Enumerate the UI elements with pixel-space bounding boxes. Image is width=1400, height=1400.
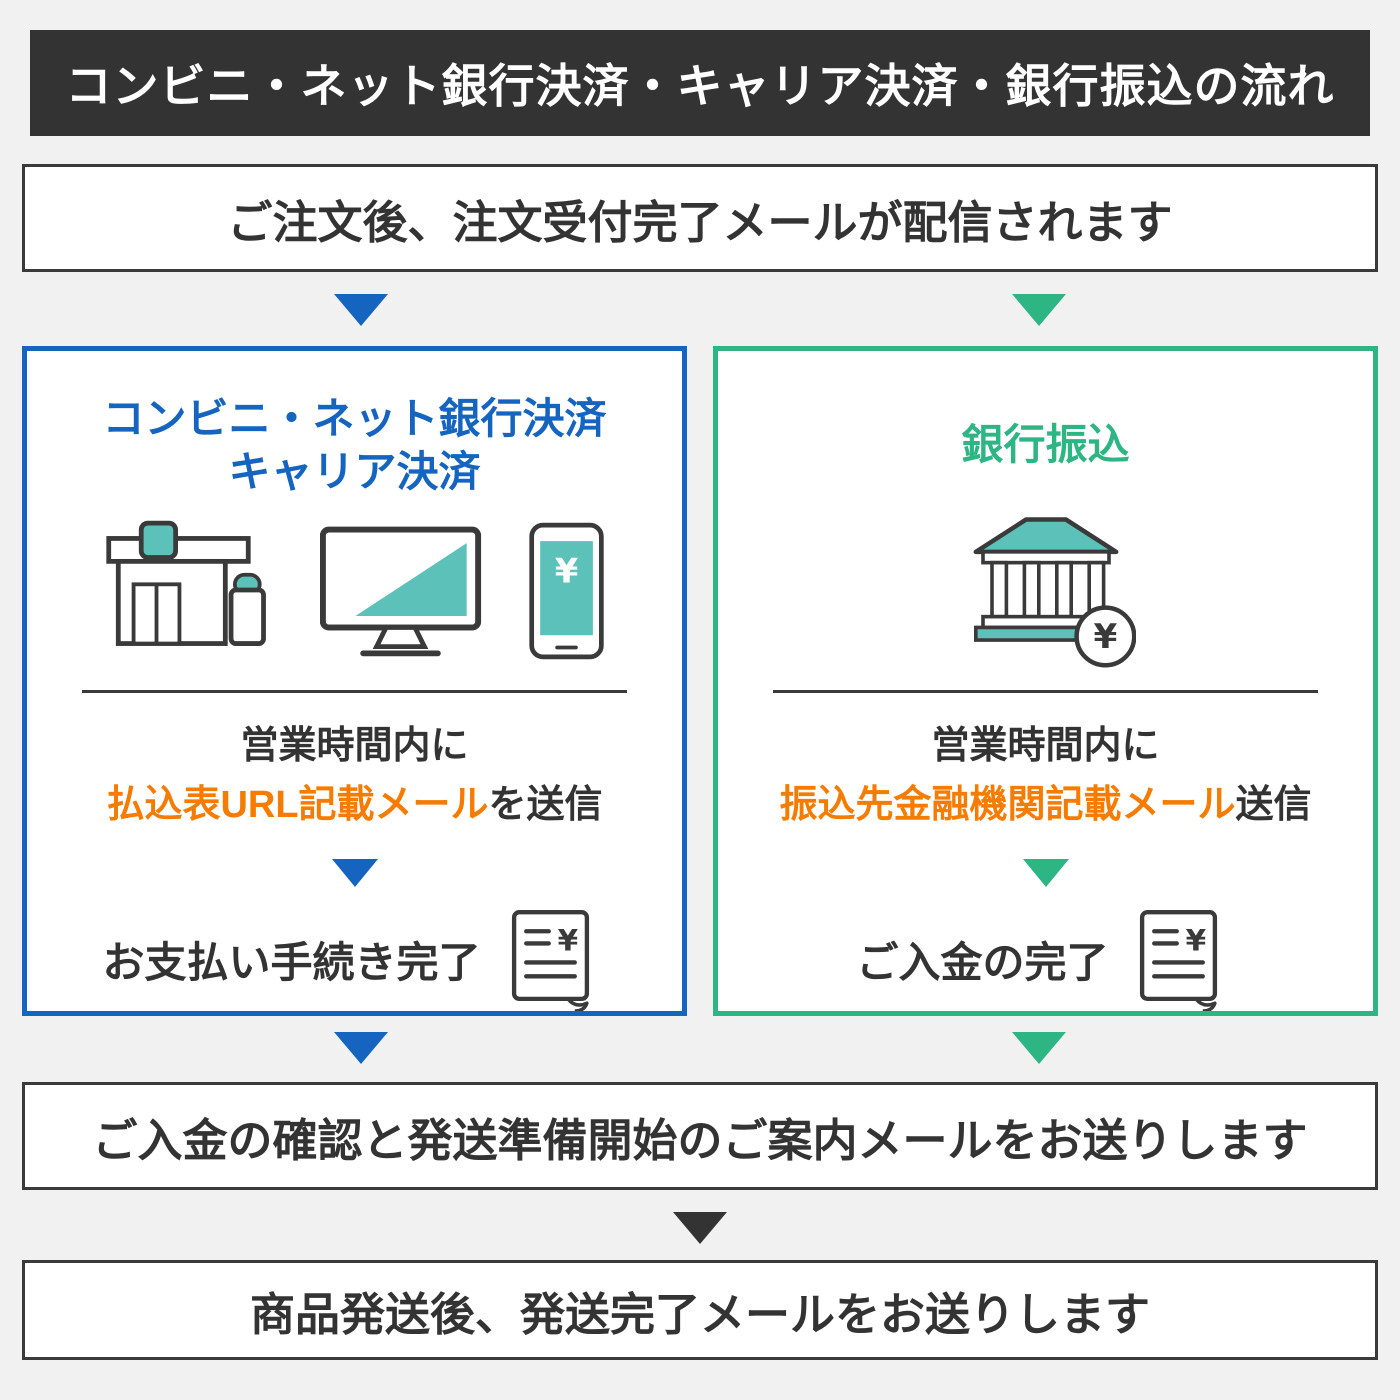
arrow-down-green-icon (1012, 1032, 1066, 1064)
arrow-slot-left-bottom (22, 1032, 700, 1064)
yen-badge-circle (1073, 605, 1136, 668)
arrow-down-green-small-icon (1022, 859, 1069, 887)
step-confirm-text: ご入金の確認と発送準備開始のご案内メールをお送りします (92, 1114, 1308, 1166)
right-panel-title: 銀行振込 (961, 393, 1129, 498)
receipt-icon: ¥ (507, 907, 607, 1011)
step-ship-box: 商品発送後、発送完了メールをお送りします (22, 1260, 1378, 1360)
receipt-icon: ¥ (1135, 907, 1235, 1011)
left-panel-title-line2: キャリア決済 (228, 447, 481, 495)
arrows-row-bottom (22, 1032, 1378, 1064)
right-panel-icons: ¥ (956, 512, 1136, 670)
step-ship-text: 商品発送後、発送完了メールをお送りします (249, 1288, 1150, 1340)
left-notice-line1: 営業時間内に (240, 725, 469, 768)
step-order-text: ご注文後、注文受付完了メールが配信されます (227, 196, 1173, 248)
arrow-down-green-icon (1012, 294, 1066, 326)
smartphone-icon: ¥ (527, 520, 607, 662)
right-notice-line1: 営業時間内に (931, 725, 1160, 768)
header-bar: コンビニ・ネット銀行決済・キャリア決済・銀行振込の流れ (30, 30, 1370, 136)
right-complete-label: ご入金の完了 (856, 938, 1109, 986)
left-notice-suffix: を送信 (488, 784, 603, 827)
left-panel-icons: ¥ (103, 512, 607, 670)
arrow-slot-right (700, 294, 1378, 326)
arrow-slot-right-bottom (700, 1032, 1378, 1064)
panel-bank-transfer: 銀行振込 ¥ (713, 346, 1378, 1016)
receipt-yen-symbol: ¥ (557, 923, 578, 957)
step-order-box: ご注文後、注文受付完了メールが配信されます (22, 164, 1378, 272)
left-notice-line2: 払込表URL記載メールを送信 (106, 776, 602, 835)
left-panel-title-line1: コンビニ・ネット銀行決済 (102, 395, 607, 443)
receipt-yen-symbol: ¥ (1185, 923, 1206, 957)
arrow-down-blue-icon (334, 1032, 388, 1064)
left-panel-complete-row: お支払い手続き完了 ¥ (102, 907, 606, 1011)
step-confirm-box: ご入金の確認と発送準備開始のご案内メールをお送りします (22, 1082, 1378, 1190)
left-panel-notice: 営業時間内に 払込表URL記載メールを送信 (106, 717, 602, 835)
right-panel-complete-row: ご入金の完了 ¥ (856, 907, 1234, 1011)
page-title: コンビニ・ネット銀行決済・キャリア決済・銀行振込の流れ (65, 60, 1335, 112)
right-panel-notice: 営業時間内に 振込先金融機関記載メール送信 (779, 717, 1311, 835)
left-panel-divider (82, 690, 627, 694)
bank-yen-symbol: ¥ (1093, 617, 1117, 657)
computer-icon (317, 522, 485, 661)
right-panel-title-text: 銀行振込 (961, 421, 1130, 469)
left-notice-highlight: 払込表URL記載メール (106, 784, 489, 827)
panel-convenience-netbank-carrier: コンビニ・ネット銀行決済 キャリア決済 (22, 346, 687, 1016)
right-notice-line2: 振込先金融機関記載メール送信 (779, 776, 1311, 835)
arrow-slot-left (22, 294, 700, 326)
panels-row: コンビニ・ネット銀行決済 キャリア決済 (22, 346, 1378, 1016)
left-panel-title: コンビニ・ネット銀行決済 キャリア決済 (102, 393, 606, 498)
arrow-down-blue-icon (334, 294, 388, 326)
right-panel-divider (773, 690, 1318, 694)
left-complete-label: お支払い手続き完了 (102, 938, 481, 986)
right-notice-highlight: 振込先金融機関記載メール (779, 784, 1236, 827)
arrow-down-dark-icon (673, 1212, 727, 1244)
arrow-down-blue-small-icon (331, 859, 378, 887)
smartphone-yen-symbol: ¥ (554, 552, 578, 591)
bank-icon: ¥ (956, 512, 1136, 670)
arrows-row-top (22, 294, 1378, 326)
convenience-store-icon (103, 519, 275, 663)
right-notice-suffix: 送信 (1235, 784, 1312, 827)
